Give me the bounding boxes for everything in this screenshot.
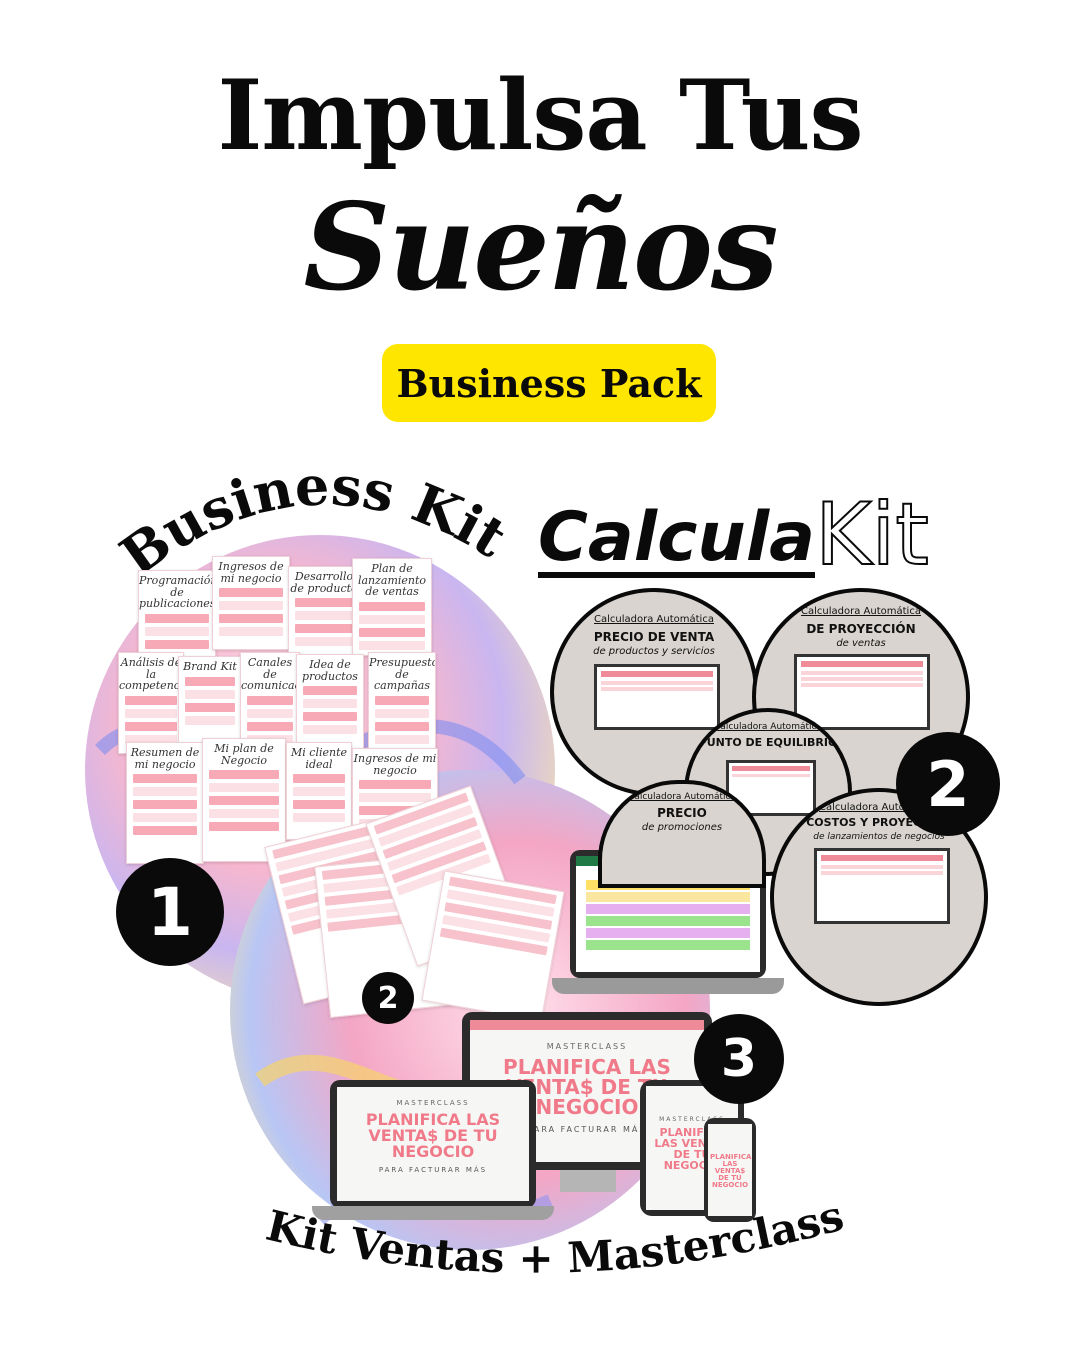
number-3-text: 3 <box>720 1029 758 1089</box>
business-kit-page: Ingresos de mi negocio <box>212 556 290 650</box>
business-kit-page: Resumen de mi negocio <box>126 742 204 864</box>
calc-circle-4-title: PRECIO <box>657 806 707 820</box>
monitor-kicker: MASTERCLASS <box>546 1042 628 1051</box>
main-title-line1: Impulsa Tus <box>217 59 863 172</box>
calc-circle-1-kicker: Calculadora Automática <box>594 614 714 625</box>
number-1-badge: 1 <box>116 858 224 966</box>
spreadsheet-laptop-base <box>552 978 784 994</box>
business-kit-page-title: Brand Kit <box>183 660 237 673</box>
calc-circle-1-monitor <box>594 664 720 730</box>
sales-page-4 <box>421 870 565 1022</box>
business-kit-page: Desarrollo de producto <box>288 566 360 666</box>
masterclass-label-svg: Kit Ventas + Masterclass <box>262 1200 849 1283</box>
calc-circle-2-subtitle: de ventas <box>836 638 886 649</box>
phone-title: PLANIFICA LAS VENTA$ DE TU NEGOCIO <box>710 1153 752 1189</box>
calc-circle-5-subtitle: de lanzamientos de negocios <box>813 832 945 842</box>
masterclass-laptop-screen: MASTERCLASS PLANIFICA LAS VENTA$ DE TU N… <box>337 1087 529 1201</box>
business-kit-page-title: Resumen de mi negocio <box>130 746 200 771</box>
business-kit-page-title: Canales de comunicación <box>241 656 300 693</box>
tablet-kicker: MASTERCLASS <box>659 1116 725 1123</box>
calc-circle-1-title: PRECIO DE VENTA <box>593 630 715 644</box>
business-kit-page: Programación de publicaciones <box>138 570 216 658</box>
calc-circle-3-title: PUNTO DE EQUILIBRIO <box>698 736 838 749</box>
masterclass-laptop: MASTERCLASS PLANIFICA LAS VENTA$ DE TU N… <box>330 1080 536 1208</box>
monitor-stand <box>560 1170 616 1192</box>
masterclass-phone: PLANIFICA LAS VENTA$ DE TU NEGOCIO <box>704 1118 756 1222</box>
business-kit-page-title: Programación de publicaciones <box>139 574 216 611</box>
business-kit-page-title: Análisis de la competencia <box>119 656 184 693</box>
business-kit-page: Plan de lanzamiento de ventas <box>352 558 432 656</box>
calc-circle-3-kicker: Calculadora Automática <box>714 722 822 732</box>
business-kit-label-svg: Business Kit <box>108 455 517 588</box>
calcula-kit-label-bold: Calcula <box>538 498 816 578</box>
number-2-small-text: 2 <box>377 980 399 1016</box>
business-kit-page: Mi plan de Negocio <box>202 738 286 862</box>
calc-circle-2-kicker: Calculadora Automática <box>801 606 921 617</box>
business-pack-badge: Business Pack <box>382 344 716 422</box>
business-kit-page-title: Idea de productos <box>302 658 358 683</box>
business-kit-page-title: Mi cliente ideal <box>291 746 347 771</box>
business-kit-page-title: Desarrollo de producto <box>290 570 358 595</box>
number-1-text: 1 <box>147 873 193 951</box>
number-2-text: 2 <box>926 747 970 821</box>
number-2-small-badge: 2 <box>362 972 414 1024</box>
laptop-title: PLANIFICA LAS VENTA$ DE TU NEGOCIO <box>365 1110 501 1161</box>
calcula-kit-label-outline: Kit <box>814 485 930 585</box>
business-kit-page-title: Presupuesto de campañas <box>369 656 436 693</box>
masterclass-phone-screen: PLANIFICA LAS VENTA$ DE TU NEGOCIO <box>708 1124 752 1216</box>
calc-circle-4-subtitle: de promociones <box>641 822 723 833</box>
business-kit-page-title: Ingresos de mi negocio <box>218 560 284 585</box>
business-kit-page: Mi cliente ideal <box>286 742 352 840</box>
calcula-kit-label: Calcula Kit <box>538 485 930 585</box>
calc-circle-4-kicker: Calculadora Automática <box>628 792 736 802</box>
calc-circle-5-monitor <box>814 848 950 924</box>
business-pack-badge-label: Business Pack <box>396 360 702 406</box>
main-title-line2: Sueños <box>303 177 778 318</box>
business-kit-page-title: Plan de lanzamiento de ventas <box>357 562 427 599</box>
monitor-subtitle: PARA FACTURAR MÁS <box>527 1125 647 1134</box>
monitor-title: PLANIFICA LAS VENTA$ DE TU NEGOCIO <box>503 1055 671 1119</box>
business-kit-page-title: Ingresos de mi negocio <box>353 752 437 777</box>
calc-circle-costos: Calculadora Automática COSTOS Y PROYECCI… <box>770 788 988 1006</box>
tablet-title: PLANIFICA LAS VENTA$ DE TU NEGOCIO <box>654 1126 730 1172</box>
masterclass-label: Kit Ventas + Masterclass <box>262 1200 849 1283</box>
calc-circle-promociones: Calculadora Automática PRECIO de promoci… <box>598 780 766 888</box>
number-3-badge: 3 <box>694 1014 784 1104</box>
calc-circle-2-monitor <box>794 654 930 730</box>
business-kit-page: Análisis de la competencia <box>118 652 184 754</box>
calc-circle-2-title: DE PROYECCIÓN <box>806 622 916 636</box>
number-2-badge: 2 <box>896 732 1000 836</box>
masterclass-laptop-base <box>312 1206 554 1220</box>
laptop-kicker: MASTERCLASS <box>396 1099 470 1107</box>
calc-circle-5-kicker: Calculadora Automática <box>819 802 939 813</box>
laptop-subtitle: PARA FACTURAR MÁS <box>378 1166 488 1174</box>
business-kit-page: Presupuesto de campañas <box>368 652 436 754</box>
calc-circle-1-subtitle: de productos y servicios <box>593 646 715 657</box>
business-kit-page-title: Mi plan de Negocio <box>214 742 274 767</box>
business-kit-page: Idea de productos <box>296 654 364 756</box>
